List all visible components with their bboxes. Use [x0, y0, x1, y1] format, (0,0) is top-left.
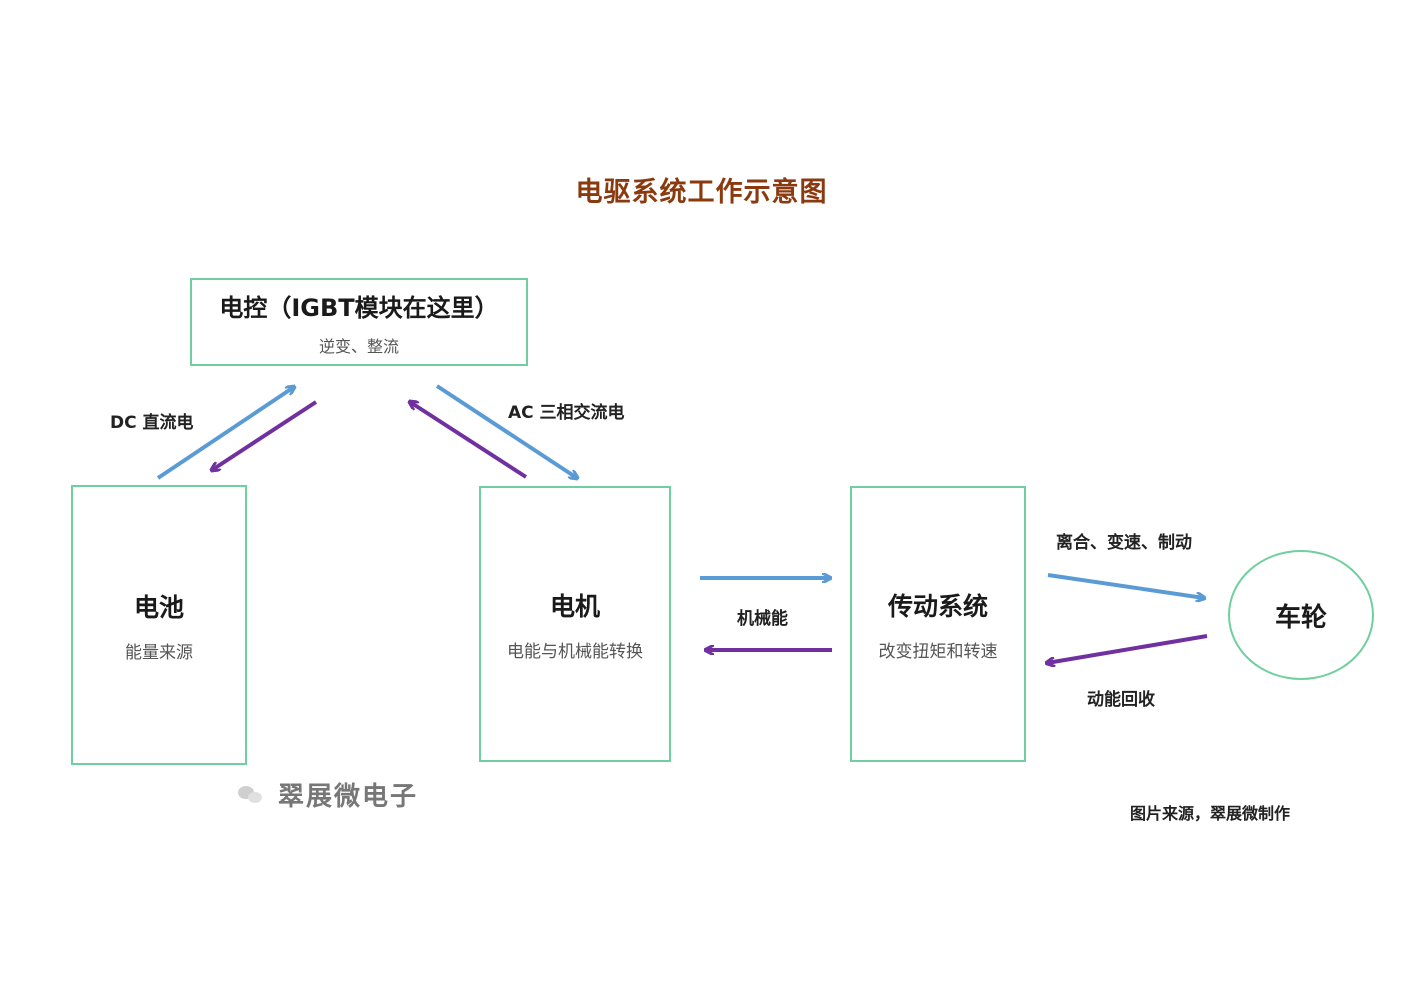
arrow-battery-to-controller [156, 387, 294, 480]
wheel-node: 车轮 [1228, 550, 1374, 680]
ac-label: AC 三相交流电 [508, 403, 625, 423]
clutch-label: 离合、变速、制动 [1056, 533, 1192, 553]
transmission-sub: 改变扭矩和转速 [878, 641, 998, 662]
dc-label: DC 直流电 [110, 413, 194, 433]
regen-label: 动能回收 [1087, 690, 1155, 710]
image-credit: 图片来源，翠展微制作 [1130, 804, 1291, 823]
battery-label: 电池 [133, 592, 184, 622]
motor-node: 电机 电能与机械能转换 [479, 486, 671, 762]
arrow-motor-to-controller [410, 402, 528, 479]
motor-label: 电机 [549, 591, 600, 621]
arrow-transmission-to-wheel [1047, 573, 1204, 598]
controller-label: 电控（IGBT模块在这里） [219, 293, 499, 322]
watermark: 翠展微电子 [238, 776, 418, 813]
arrow-wheel-to-transmission [1047, 634, 1208, 663]
diagram-title: 电驱系统工作示意图 [575, 177, 828, 208]
motor-sub: 电能与机械能转换 [507, 641, 643, 662]
transmission-label: 传动系统 [887, 591, 988, 621]
arrow-controller-to-battery [212, 400, 318, 470]
wechat-logo-icon [238, 784, 264, 806]
arrow-controller-to-motor [435, 384, 577, 478]
mechanical-energy-label: 机械能 [737, 609, 788, 629]
battery-sub: 能量来源 [125, 642, 193, 663]
controller-sub: 逆变、整流 [318, 336, 399, 356]
controller-node: 电控（IGBT模块在这里） 逆变、整流 [190, 278, 528, 366]
transmission-node: 传动系统 改变扭矩和转速 [850, 486, 1026, 762]
wheel-label: 车轮 [1274, 602, 1327, 633]
battery-node: 电池 能量来源 [71, 485, 247, 765]
watermark-text: 翠展微电子 [278, 782, 419, 812]
